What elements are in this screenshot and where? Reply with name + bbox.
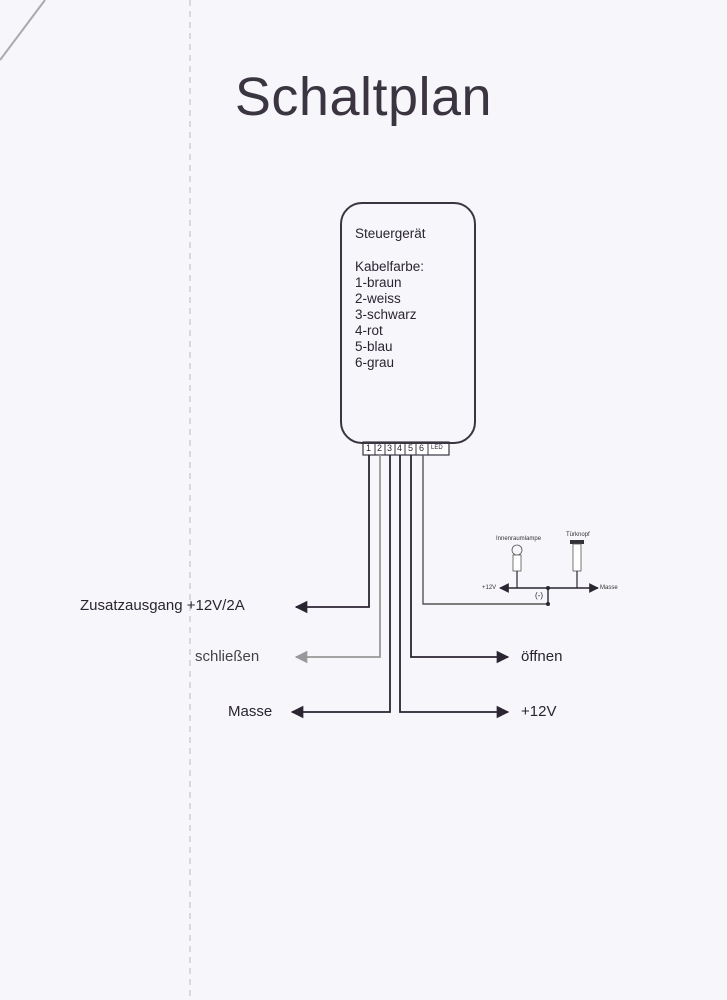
wire-5-blau — [410, 455, 510, 664]
label-ground: Masse — [228, 703, 273, 720]
label-minus: (-) — [535, 591, 543, 600]
control-unit-name: Steuergerät — [355, 226, 426, 241]
wire-1-braun — [294, 455, 370, 614]
door-circuit — [499, 540, 599, 606]
door-button-icon — [570, 540, 584, 588]
label-lamp: Innenraumlampe — [496, 536, 542, 542]
page-title: Schaltplan — [234, 67, 493, 127]
cable-color-heading: Kabelfarbe: — [355, 259, 425, 274]
label-unlock: öffnen — [521, 648, 563, 665]
wire-2-weiss — [294, 455, 381, 664]
pin-label: 5 — [408, 443, 414, 453]
label-lock: schließen — [195, 648, 260, 665]
cable-item: 5-blau — [355, 339, 393, 354]
label-aux-output: Zusatzausgang +12V/2A — [80, 597, 245, 614]
pin-label: 2 — [377, 443, 383, 453]
wire-6-grau — [422, 455, 548, 605]
cable-item: 6-grau — [355, 355, 395, 370]
label-door-ground: Masse — [600, 585, 618, 591]
pin-label: 6 — [419, 443, 425, 453]
pin-label: 1 — [366, 443, 372, 453]
label-door-plus12v: +12V — [482, 585, 497, 591]
cable-item: 4-rot — [355, 323, 383, 338]
pin-label: 3 — [387, 443, 393, 453]
page-corner — [0, 0, 46, 61]
cable-item: 2-weiss — [355, 291, 401, 306]
label-door-button: Türknopf — [566, 532, 590, 538]
lamp-icon — [511, 544, 523, 588]
wire-4-rot — [399, 455, 510, 719]
wire-3-schwarz — [290, 455, 391, 719]
cable-item: 1-braun — [355, 275, 402, 290]
label-plus12v: +12V — [521, 703, 557, 720]
pin-label: 4 — [397, 443, 403, 453]
pin-label-led: LED — [431, 445, 443, 451]
cable-item: 3-schwarz — [355, 307, 417, 322]
control-unit-box: Steuergerät Kabelfarbe: 1-braun 2-weiss … — [340, 202, 476, 444]
